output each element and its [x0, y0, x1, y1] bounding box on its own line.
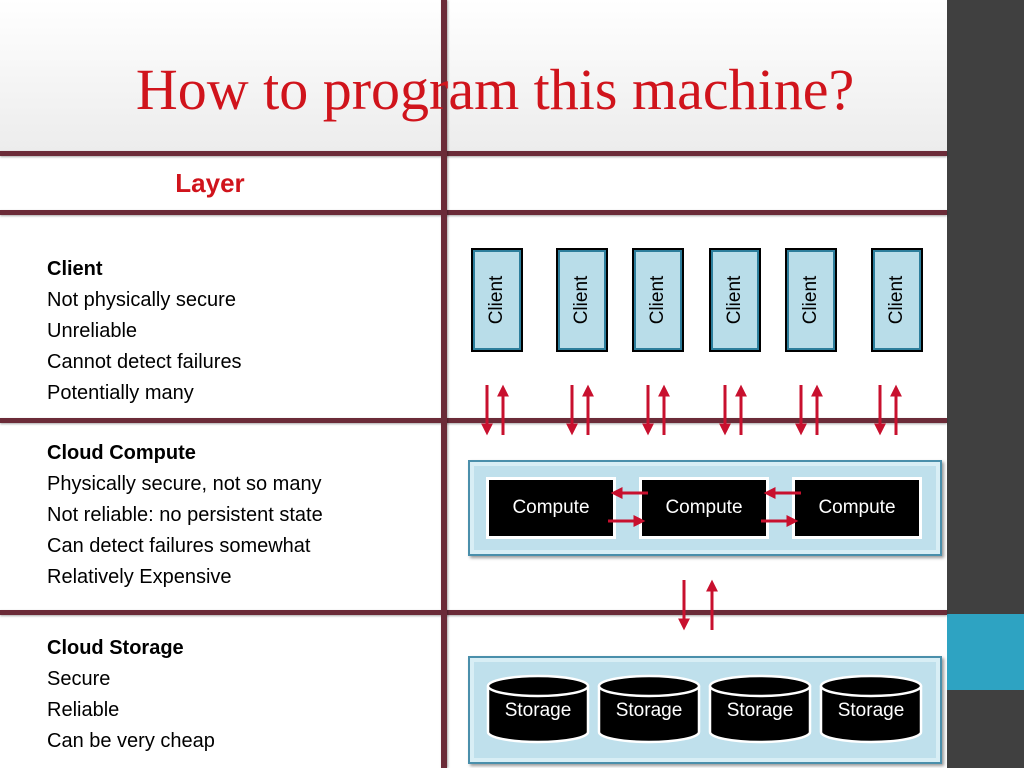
- client-line: Potentially many: [47, 382, 194, 404]
- storage-node: Storage: [708, 674, 812, 744]
- storage-cylinder-icon: [708, 674, 812, 744]
- storage-cylinder-icon: [486, 674, 590, 744]
- client-node: Client: [632, 248, 684, 352]
- page-title: How to program this machine?: [135, 57, 855, 122]
- client-layer-name: Client: [47, 258, 103, 280]
- compute-line: Can detect failures somewhat: [47, 535, 311, 557]
- storage-node-label: Storage: [615, 700, 683, 721]
- client-node: Client: [556, 248, 608, 352]
- storage-description: Cloud Storage Secure Reliable Can be ver…: [47, 633, 215, 757]
- client-node: Client: [785, 248, 837, 352]
- storage-line: Secure: [47, 668, 111, 690]
- storage-node: Storage: [486, 674, 590, 744]
- compute-node: Compute: [486, 477, 616, 539]
- compute-node: Compute: [639, 477, 769, 539]
- storage-node: Storage: [819, 674, 923, 744]
- compute-line: Relatively Expensive: [47, 566, 232, 588]
- title-background: [0, 0, 947, 152]
- compute-node: Compute: [792, 477, 922, 539]
- storage-node-label: Storage: [726, 700, 794, 721]
- storage-cylinder-icon: [819, 674, 923, 744]
- client-line: Unreliable: [47, 320, 138, 342]
- bidirectional-arrow: [566, 384, 594, 436]
- compute-line: Not reliable: no persistent state: [47, 504, 323, 526]
- right-sidebar-accent: [947, 614, 1024, 690]
- bidirectional-arrow: [608, 487, 648, 527]
- client-line: Cannot detect failures: [47, 351, 242, 373]
- compute-description: Cloud Compute Physically secure, not so …: [47, 438, 323, 593]
- bidirectional-arrow: [481, 384, 509, 436]
- connection-arrows: [481, 384, 902, 631]
- grid-line-3: [0, 418, 947, 423]
- storage-node-label: Storage: [837, 700, 905, 721]
- client-line: Not physically secure: [47, 289, 236, 311]
- grid-line-2: [0, 210, 947, 215]
- bidirectional-arrow: [795, 384, 823, 436]
- compute-layer-name: Cloud Compute: [47, 442, 196, 464]
- bidirectional-arrow: [719, 384, 747, 436]
- bidirectional-arrow: [761, 487, 801, 527]
- grid-vertical-line: [441, 0, 447, 768]
- client-node: Client: [471, 248, 523, 352]
- client-node: Client: [709, 248, 761, 352]
- bidirectional-arrow: [874, 384, 902, 436]
- grid-line-4: [0, 610, 947, 615]
- storage-node: Storage: [597, 674, 701, 744]
- storage-node-label: Storage: [504, 700, 572, 721]
- bidirectional-arrow: [642, 384, 670, 436]
- storage-layer-name: Cloud Storage: [47, 637, 184, 659]
- storage-line: Reliable: [47, 699, 120, 721]
- storage-cylinder-icon: [597, 674, 701, 744]
- storage-line: Can be very cheap: [47, 730, 215, 752]
- bidirectional-arrow: [678, 579, 718, 631]
- client-node: Client: [871, 248, 923, 352]
- compute-line: Physically secure, not so many: [47, 473, 322, 495]
- grid-line-1: [0, 151, 947, 156]
- layer-heading: Layer: [175, 168, 245, 198]
- client-description: Client Not physically secure Unreliable …: [47, 254, 242, 409]
